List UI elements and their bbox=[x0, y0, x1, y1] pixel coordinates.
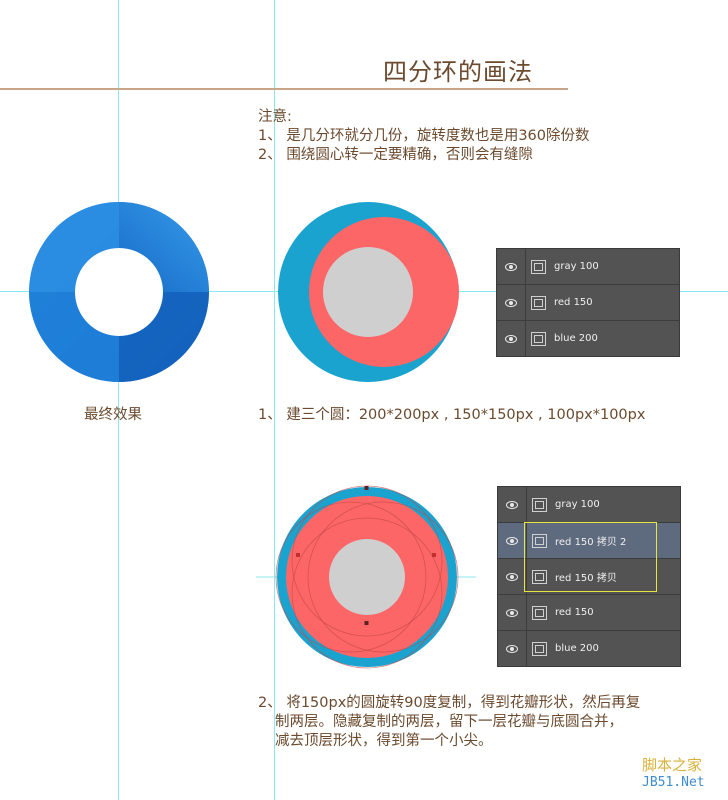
notes-heading: 注意: bbox=[258, 109, 292, 125]
layer-name: red 150 拷贝 2 bbox=[555, 537, 627, 548]
layer-row-selected[interactable]: red 150 拷贝 2 bbox=[498, 523, 680, 559]
eye-icon bbox=[506, 644, 518, 653]
watermark: 脚本之家 JB51.Net bbox=[642, 754, 705, 790]
layer-name: gray 100 bbox=[555, 499, 600, 510]
step2-line-2: 制两层。隐藏复制的两层，留下一层花瓣与底圆合并， bbox=[275, 714, 623, 730]
layer-row[interactable]: red 150 bbox=[498, 595, 680, 631]
notes-line-2: 2、 围绕圆心转一定要精确，否则会有缝隙 bbox=[258, 147, 533, 163]
shape-layer-icon bbox=[531, 295, 546, 310]
layer-name: red 150 bbox=[554, 297, 593, 308]
eye-icon bbox=[505, 298, 517, 307]
watermark-line-1: 脚本之家 bbox=[642, 756, 703, 774]
layer-row[interactable]: gray 100 bbox=[498, 487, 680, 523]
layers-panel-2: gray 100 red 150 拷贝 2 red 150 拷贝 red 150… bbox=[497, 486, 681, 667]
shape-layer-icon bbox=[531, 331, 546, 346]
visibility-toggle[interactable] bbox=[497, 321, 526, 356]
step1-caption: 1、 建三个圆：200*200px , 150*150px , 100px*10… bbox=[258, 407, 646, 423]
shape-layer-icon bbox=[532, 641, 547, 656]
notes-line-1: 1、 是几分环就分几份，旋转度数也是用360除份数 bbox=[258, 128, 590, 144]
visibility-toggle[interactable] bbox=[497, 249, 526, 284]
visibility-toggle[interactable] bbox=[498, 559, 527, 594]
selection-highlight-box bbox=[524, 522, 657, 592]
layers-panel-1: gray 100 red 150 blue 200 bbox=[496, 248, 680, 357]
final-effect-label: 最终效果 bbox=[84, 407, 142, 423]
visibility-toggle[interactable] bbox=[498, 523, 527, 558]
visibility-toggle[interactable] bbox=[498, 487, 527, 522]
eye-icon bbox=[505, 334, 517, 343]
layer-name: red 150 bbox=[555, 607, 594, 618]
step2-line-1: 2、 将150px的圆旋转90度复制，得到花瓣形状，然后再复 bbox=[258, 695, 641, 711]
shape-layer-icon bbox=[531, 259, 546, 274]
layer-row[interactable]: red 150 bbox=[497, 285, 679, 321]
step2-line-3: 减去顶层形状，得到第一个小尖。 bbox=[275, 733, 493, 749]
layer-row[interactable]: red 150 拷贝 bbox=[498, 559, 680, 595]
layer-name: blue 200 bbox=[555, 643, 599, 654]
page-title: 四分环的画法 bbox=[383, 58, 533, 86]
eye-icon bbox=[506, 536, 518, 545]
eye-icon bbox=[506, 572, 518, 581]
shape-layer-icon bbox=[532, 569, 547, 584]
step2-petal-graphic bbox=[256, 485, 476, 669]
layer-row[interactable]: blue 200 bbox=[498, 631, 680, 666]
final-ring-graphic bbox=[29, 202, 209, 382]
layer-name: gray 100 bbox=[554, 261, 599, 272]
title-underline bbox=[0, 88, 568, 90]
layer-name: blue 200 bbox=[554, 333, 598, 344]
eye-icon bbox=[505, 262, 517, 271]
eye-icon bbox=[506, 500, 518, 509]
notes-block: 注意: 1、 是几分环就分几份，旋转度数也是用360除份数 2、 围绕圆心转一定… bbox=[258, 108, 590, 165]
layer-row[interactable]: blue 200 bbox=[497, 321, 679, 356]
watermark-line-2: JB51.Net bbox=[642, 775, 705, 790]
step2-caption: 2、 将150px的圆旋转90度复制，得到花瓣形状，然后再复 制两层。隐藏复制的… bbox=[258, 694, 698, 751]
step1-circles-graphic bbox=[278, 202, 459, 382]
eye-icon bbox=[506, 608, 518, 617]
shape-layer-icon bbox=[532, 605, 547, 620]
guide-vertical-1 bbox=[118, 0, 119, 800]
shape-layer-icon bbox=[532, 533, 547, 548]
shape-layer-icon bbox=[532, 497, 547, 512]
visibility-toggle[interactable] bbox=[498, 631, 527, 666]
visibility-toggle[interactable] bbox=[498, 595, 527, 630]
visibility-toggle[interactable] bbox=[497, 285, 526, 320]
layer-row[interactable]: gray 100 bbox=[497, 249, 679, 285]
guide-vertical-2 bbox=[274, 0, 275, 800]
layer-name: red 150 拷贝 bbox=[555, 573, 617, 584]
